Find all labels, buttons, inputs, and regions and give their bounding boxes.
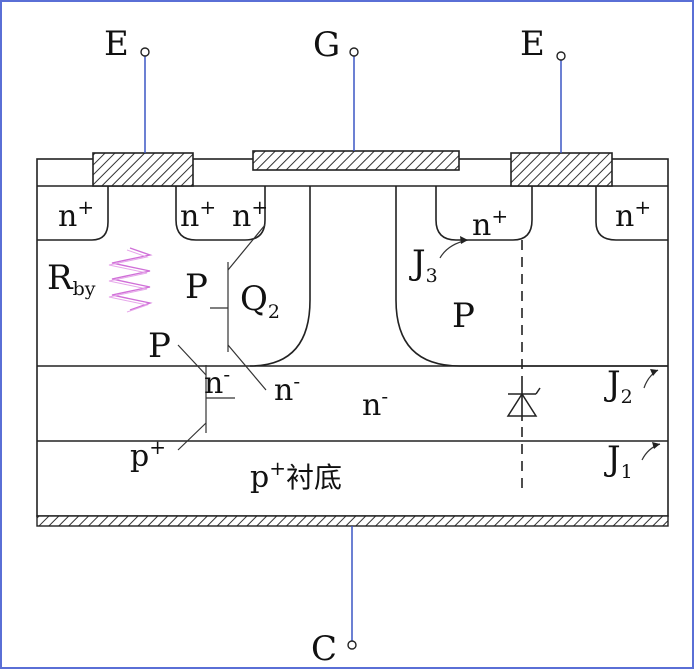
q2-emitter-lead [227, 344, 267, 391]
label-gate: G [313, 25, 340, 65]
resistor-rby-icon-shadow [108, 249, 149, 313]
collector-metal [36, 515, 669, 527]
arrow-j3-head [460, 236, 468, 244]
label-emitter-left: E [104, 24, 129, 64]
arrow-j3 [439, 239, 469, 259]
label-n-plus-1: n+ [58, 195, 94, 234]
label-n-minus-arrow: n- [274, 369, 300, 408]
arrow-j2 [643, 369, 659, 389]
label-n-plus-4: n+ [472, 204, 508, 243]
pin-emitter-left [140, 47, 150, 57]
label-n-minus-center: n- [362, 384, 388, 423]
label-p-lower: P [148, 326, 171, 366]
label-transistor-q2: Q2 [240, 279, 280, 323]
pin-gate [349, 47, 359, 57]
q2-collector-lead [227, 224, 266, 271]
zener-diode-icon [505, 377, 541, 421]
pin-collector [347, 640, 357, 650]
label-n-plus-3: n+ [232, 195, 268, 234]
label-n-minus-q: n- [204, 362, 230, 401]
emitter-left-electrode [92, 152, 194, 187]
p-body-right [395, 186, 668, 367]
label-n-plus-2: n+ [180, 195, 216, 234]
label-substrate: p+衬底 [250, 456, 342, 495]
label-collector: C [311, 629, 337, 669]
resistor-rby-icon [111, 247, 153, 311]
n-plus-well-mid-left [175, 186, 266, 241]
label-n-plus-5: n+ [615, 195, 651, 234]
n-plus-well-left-edge [37, 186, 109, 241]
n-plus-well-right-edge [595, 186, 668, 241]
label-j3: J3 [409, 243, 438, 287]
label-p-plus: p+ [130, 435, 166, 474]
label-p-left: P [185, 267, 208, 307]
arrow-j2-head [650, 369, 658, 376]
pin-emitter-right [556, 51, 566, 61]
q1-collector-lead [177, 344, 207, 376]
label-resistor-rby: Rby [47, 258, 96, 300]
n-plus-well-mid-right [435, 186, 533, 241]
arrow-j1 [641, 443, 661, 461]
gate-electrode [252, 150, 460, 171]
p-body-left [249, 186, 311, 367]
label-j1: J1 [604, 439, 633, 483]
label-j2: J2 [604, 364, 633, 408]
q1-emitter-lead [177, 422, 207, 451]
label-p-right: P [452, 296, 475, 336]
label-emitter-right: E [520, 24, 545, 64]
arrow-j1-head [652, 442, 660, 449]
emitter-right-electrode [510, 152, 613, 187]
